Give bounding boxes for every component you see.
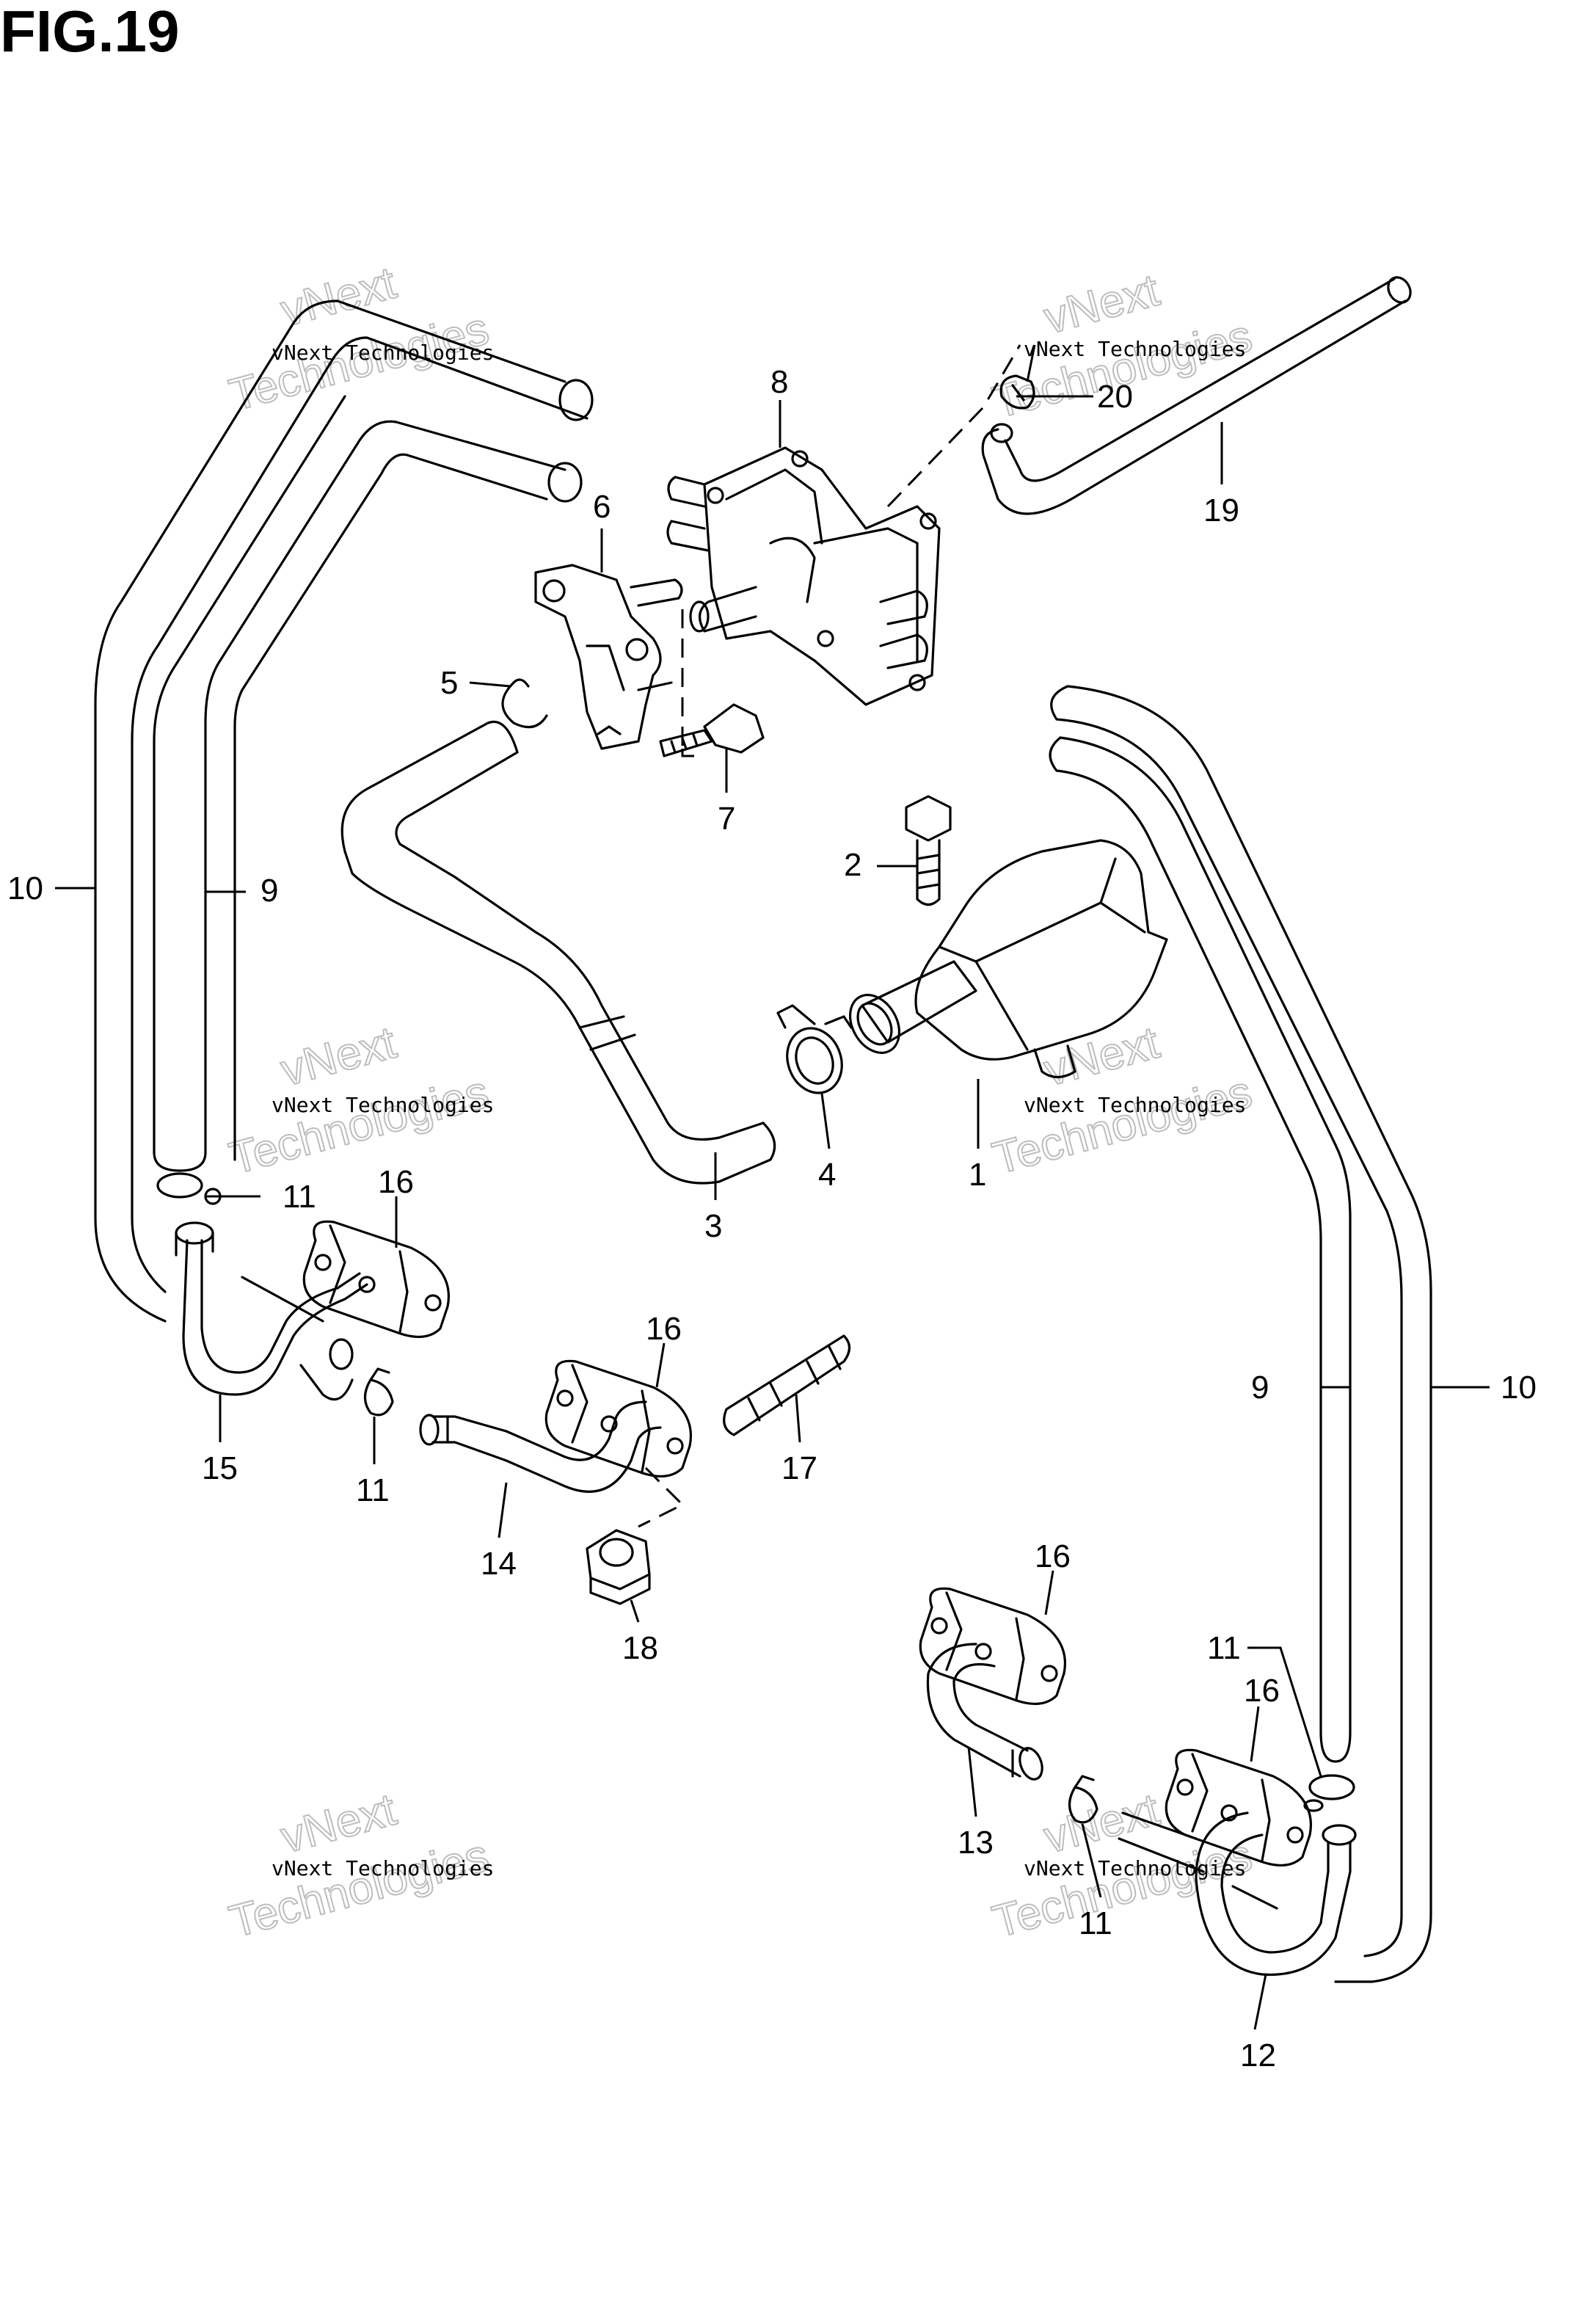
watermark-text-big: vNext xyxy=(276,1017,401,1097)
part-11-oring-small xyxy=(1303,1799,1324,1812)
callout-2: 2 xyxy=(844,847,861,883)
callout-17: 17 xyxy=(781,1450,817,1486)
part-16-flange-b xyxy=(544,1359,692,1478)
part-11-oring xyxy=(156,1172,203,1199)
part-20-clip xyxy=(999,374,1035,410)
part-2-bolt xyxy=(905,795,952,906)
callout-3: 3 xyxy=(704,1208,722,1244)
callout-10-right: 10 xyxy=(1501,1370,1537,1406)
hose-left-10 xyxy=(94,299,594,1323)
watermark-text: vNext Technologies xyxy=(1024,1856,1246,1880)
callout-16-d: 16 xyxy=(1244,1673,1280,1709)
part-16-flange-c xyxy=(919,1587,1066,1706)
callout-5: 5 xyxy=(440,665,458,701)
part-11-clip-left xyxy=(363,1367,394,1417)
watermarks: vNext Technologies vNext Technologies vN… xyxy=(224,257,1258,1949)
callout-9-left: 9 xyxy=(260,873,278,909)
part-11-clip-right xyxy=(1068,1775,1098,1824)
hose-end xyxy=(558,379,594,421)
part-5-clip xyxy=(501,678,548,729)
callout-11-b: 11 xyxy=(356,1472,390,1508)
part-1-silencer xyxy=(848,839,1168,1079)
part-19-hose xyxy=(981,276,1412,515)
part-7-bolt xyxy=(659,703,765,757)
watermark-text: vNext Technologies xyxy=(1024,1093,1246,1117)
part-11-oring-right xyxy=(1308,1774,1355,1800)
watermark-mid-left: vNext Technologies vNext Technologies xyxy=(224,1017,495,1185)
watermark-text: vNext Technologies xyxy=(272,1093,494,1117)
callout-15: 15 xyxy=(202,1450,238,1486)
watermark-mid-right: vNext Technologies vNext Technologies xyxy=(987,1017,1258,1185)
callout-18: 18 xyxy=(622,1630,658,1666)
assembly-line xyxy=(638,1466,685,1528)
watermark-text-big: vNext xyxy=(276,258,401,337)
watermark-bottom-right: vNext Technologies vNext Technologies xyxy=(987,1784,1258,1949)
hose-left-9 xyxy=(153,395,583,1172)
callout-16-a: 16 xyxy=(378,1164,414,1200)
assembly-line xyxy=(886,344,1021,508)
callout-1: 1 xyxy=(969,1157,986,1193)
callout-4: 4 xyxy=(818,1157,836,1193)
callout-8: 8 xyxy=(770,364,788,400)
part-18-nut xyxy=(586,1529,651,1605)
part-17-stud xyxy=(723,1334,851,1436)
hose-right-10 xyxy=(1050,685,1432,1983)
watermark-text-big: vNext xyxy=(1039,265,1165,344)
watermark-text-big: vNext xyxy=(276,1784,401,1864)
watermark-text-big: vNext xyxy=(1039,1784,1165,1864)
part-6-bracket xyxy=(534,564,684,750)
callout-14: 14 xyxy=(481,1546,517,1582)
callout-20: 20 xyxy=(1097,379,1133,415)
part-4-clamp xyxy=(776,1004,853,1094)
callout-16-c: 16 xyxy=(1035,1538,1071,1574)
callout-12: 12 xyxy=(1240,2037,1276,2073)
hose-end xyxy=(547,462,583,503)
callout-13: 13 xyxy=(958,1825,994,1861)
hose-3 xyxy=(340,720,776,1185)
part-14-pipe xyxy=(419,1400,662,1493)
watermark-text: vNext Technologies xyxy=(272,1856,494,1880)
watermark-text-big: Technologies xyxy=(988,1830,1257,1947)
callout-7: 7 xyxy=(718,801,735,837)
callout-6: 6 xyxy=(593,489,611,525)
watermark-text: vNext Technologies xyxy=(1024,337,1246,361)
callout-9-right: 9 xyxy=(1251,1370,1269,1406)
callout-11-d: 11 xyxy=(1207,1630,1241,1666)
callout-19: 19 xyxy=(1203,492,1239,528)
part-8-valve xyxy=(666,446,941,706)
callout-10-left: 10 xyxy=(7,870,43,906)
leader-lines xyxy=(55,344,1490,2030)
callouts: 8 6 5 7 2 1 4 3 10 9 11 16 15 11 14 16 1… xyxy=(7,364,1537,2073)
part-12-pipe xyxy=(1118,1811,1357,1977)
part-16-flange-d xyxy=(1165,1748,1312,1867)
part-16-flange-a xyxy=(302,1220,450,1339)
watermark-text-big: Technologies xyxy=(225,1830,494,1947)
callout-11-c: 11 xyxy=(1079,1905,1112,1941)
callout-16-b: 16 xyxy=(646,1311,682,1347)
watermark-text-big: Technologies xyxy=(225,1066,494,1184)
hose-right-9 xyxy=(1049,736,1352,1763)
figure-title: FIG.19 xyxy=(0,0,180,64)
watermark-bottom-left: vNext Technologies vNext Technologies xyxy=(224,1784,495,1949)
watermark-text-big: Technologies xyxy=(988,1066,1257,1184)
part-13-pipe xyxy=(926,1643,1043,1781)
callout-11-a: 11 xyxy=(283,1179,316,1215)
